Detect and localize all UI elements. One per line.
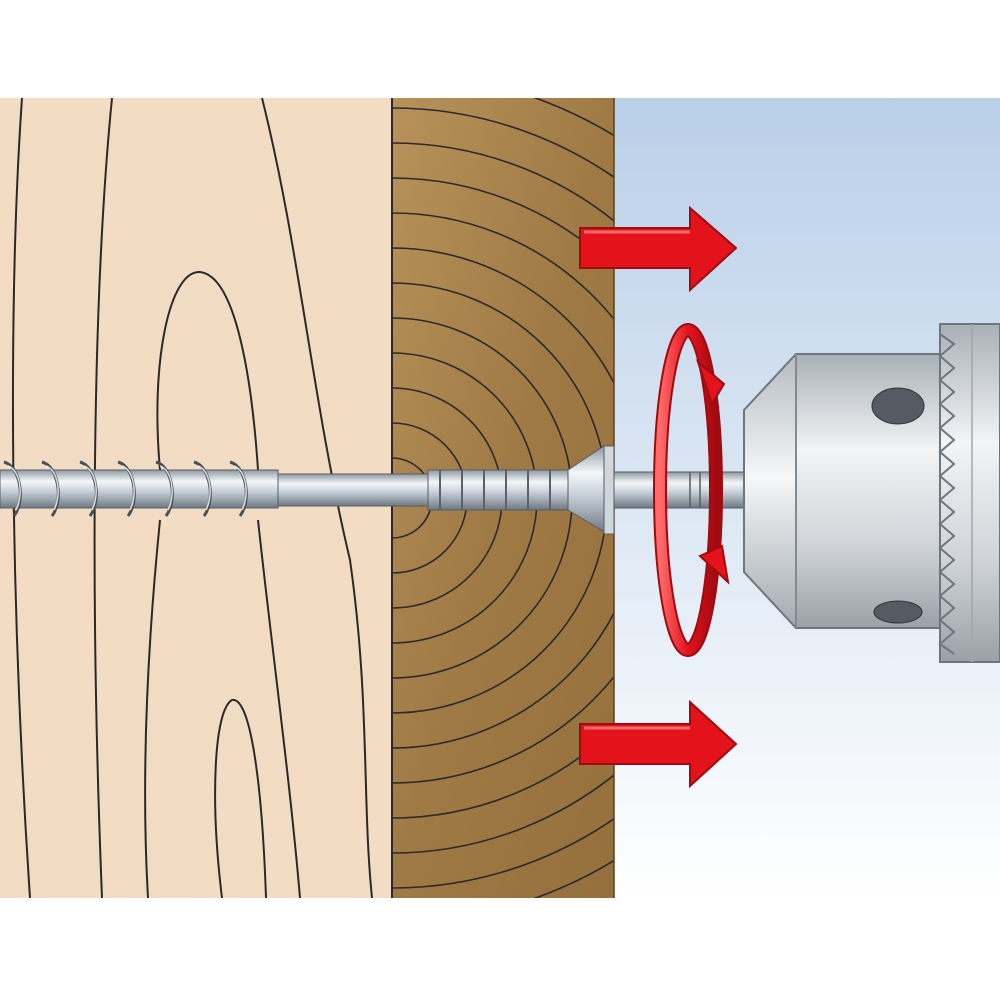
arrow-right-icon (579, 699, 738, 789)
rotation-arrow-icon (653, 323, 730, 657)
screw (0, 445, 615, 535)
chuck-key-hole-lower (873, 600, 923, 624)
chuck-gear-teeth (938, 333, 956, 655)
chuck-key-hole-upper (871, 387, 925, 425)
drive-bit (613, 471, 745, 509)
arrow-right-icon (579, 205, 738, 293)
drill-chuck (743, 323, 1000, 663)
